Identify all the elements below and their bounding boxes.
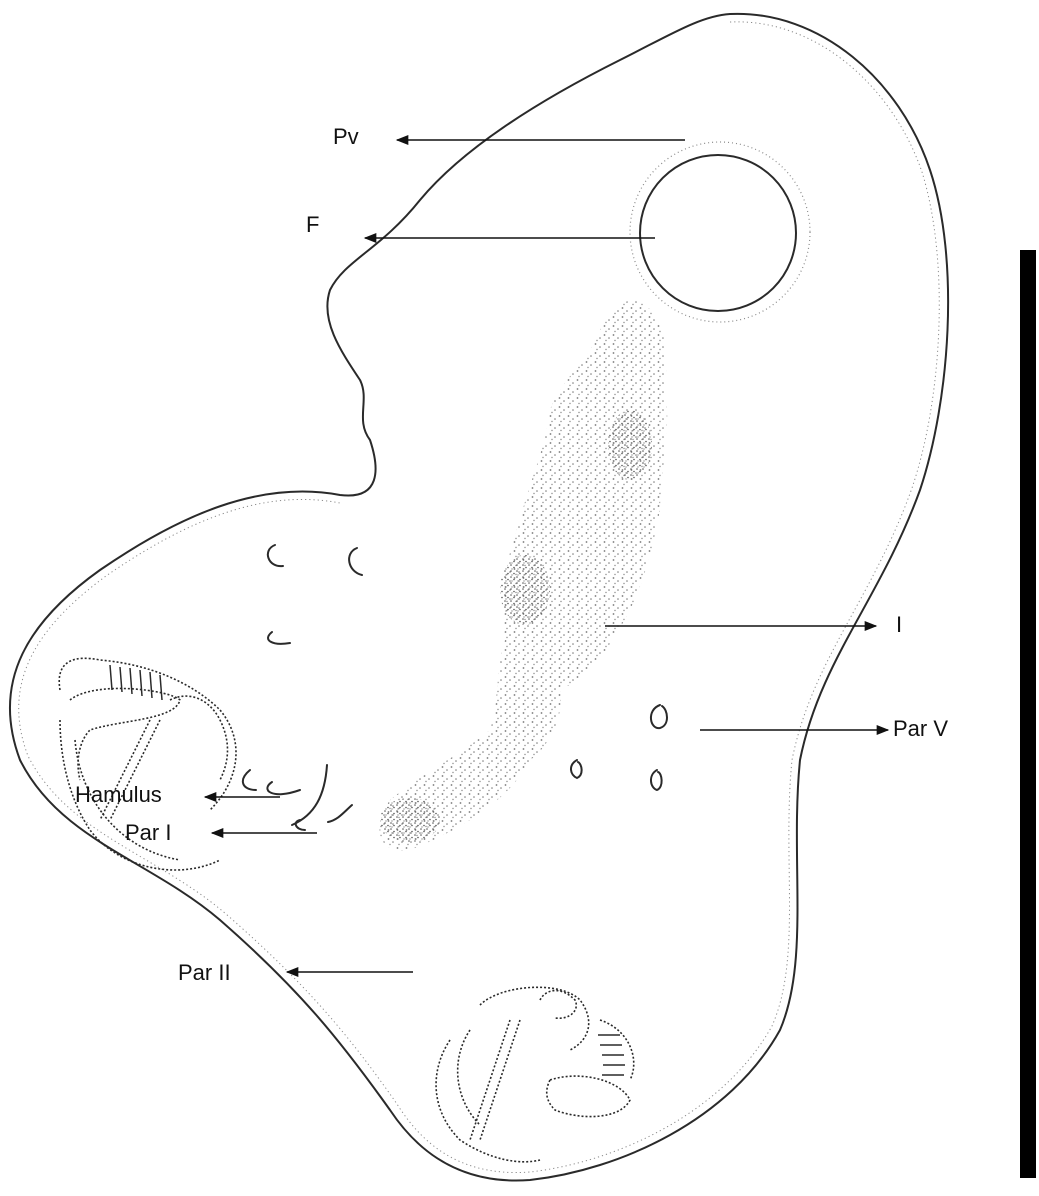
label-pv: Pv	[333, 126, 359, 148]
label-par-v: Par V	[893, 718, 948, 740]
intestine-dense-2	[500, 555, 550, 625]
label-i: I	[896, 614, 902, 636]
scale-bar	[1020, 250, 1036, 1178]
right-haptor-bars	[598, 1035, 625, 1075]
intestine-dense-1	[608, 410, 652, 480]
label-f: F	[306, 214, 319, 236]
left-haptor-bars	[110, 665, 162, 700]
f-ring	[640, 155, 796, 311]
body-outline	[10, 14, 948, 1181]
intestine-dense-3	[380, 798, 440, 842]
pv-stipple-ring	[630, 142, 810, 322]
body-outline-stipple	[19, 22, 940, 1173]
label-par-i: Par I	[125, 822, 171, 844]
label-hamulus: Hamulus	[75, 784, 162, 806]
label-par-ii: Par II	[178, 962, 231, 984]
